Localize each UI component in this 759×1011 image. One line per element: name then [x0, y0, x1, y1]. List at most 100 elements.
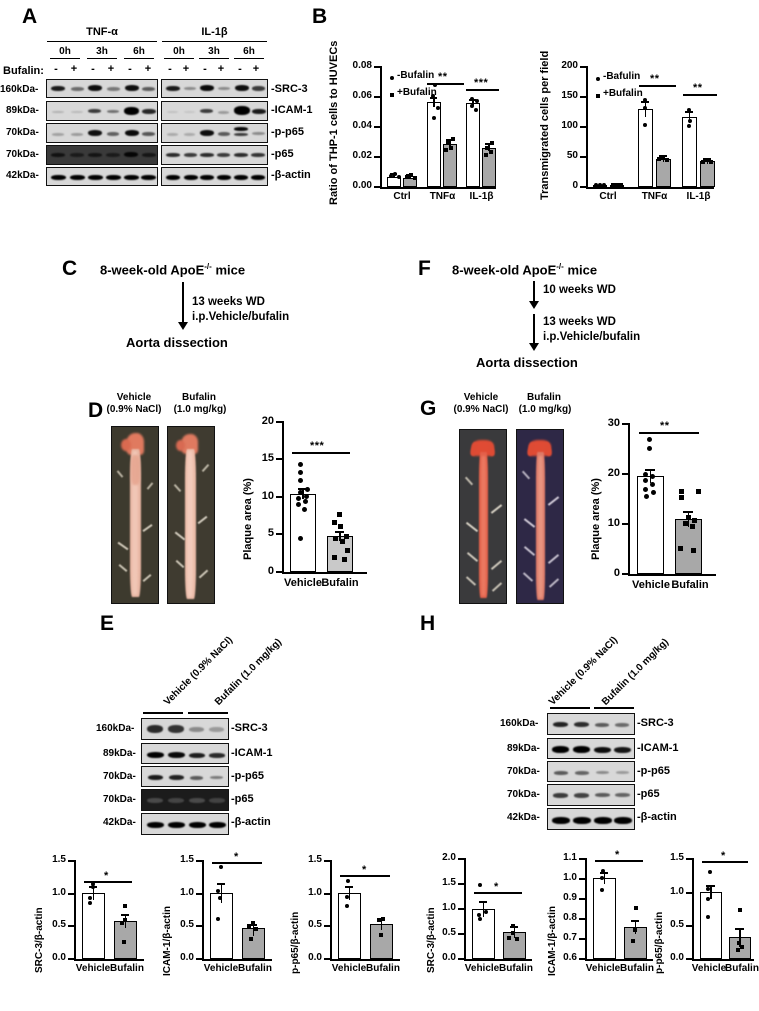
panelB-left-ytick-2: 0.04: [352, 120, 372, 131]
panelE-c2-ytick-1: 0.5: [180, 919, 194, 930]
panelE-c3-ytick-3: 1.5: [308, 854, 322, 865]
bar-tnfa-minus: [427, 102, 441, 187]
panelB-left-cat-0: Ctrl: [393, 191, 411, 202]
panelB-right-ytick-2: 100: [561, 120, 578, 131]
panelG-title2-line2: (1.0 mg/kg): [518, 404, 572, 415]
panelH-blot-p65: [547, 784, 635, 806]
panelA-sign-r5: -: [238, 63, 242, 75]
panelG-ytick-3: 30: [607, 417, 620, 429]
panelD-title2-line1: Bufalin: [182, 392, 216, 403]
panelD-ytick-4: 20: [261, 415, 274, 427]
panelF-start-text2: mice: [563, 262, 598, 278]
panelE-blot-p65: [141, 789, 229, 811]
panelF-step2-line1: 13 weeks WD: [543, 316, 616, 328]
panelA-time-6h-left: 6h: [124, 46, 154, 59]
panelB-right-chart: Transmigrated cells per field 0 50 100 1…: [535, 45, 725, 215]
panelH-group-rule-vehicle: [550, 707, 590, 709]
panelH-c2-ytick-4: 1.0: [563, 872, 577, 883]
panelG-title1-line1: Vehicle: [463, 392, 499, 403]
panelC-end: Aorta dissection: [126, 335, 228, 350]
panelA-blot-pp65-tnfa: [46, 123, 158, 143]
panelA-sign-r4: +: [217, 63, 225, 75]
panelF-start: 8-week-old ApoE-/- mice: [452, 262, 597, 277]
panelE-c1-cat-1: Bufalin: [110, 963, 144, 974]
panelB-left-cat-2: IL-1β: [469, 191, 494, 202]
panelG-ytick-2: 20: [607, 467, 620, 479]
panel-letter-e: E: [100, 612, 115, 635]
panelE-mw-2: 89kDa-: [103, 748, 136, 759]
panelA-time-0h-left: 0h: [50, 46, 80, 59]
panelH-c2-ytick-2: 0.8: [563, 912, 577, 923]
panelB-right-ytick-1: 50: [566, 150, 578, 161]
panelG-significance: **: [660, 420, 670, 432]
panelH-c1-ytick-2: 1.0: [442, 902, 456, 913]
panelA-time-6h-right: 6h: [234, 46, 264, 59]
panelH-c2-bar-vehicle: [593, 878, 616, 959]
panelD-chart: Plaque area (%) 0 5 10 15 20: [232, 408, 387, 608]
panelD-cat-0: Vehicle: [284, 577, 322, 589]
panelH-c3-significance: *: [721, 850, 726, 862]
panelE-blot-icam1: [141, 743, 229, 764]
panelA-sign-l6: +: [144, 63, 152, 75]
panelH-c3-ytick-0: 0.0: [670, 952, 684, 963]
panelE-mw-1: 160kDa-: [96, 723, 135, 734]
panelA-sign-r6: +: [252, 63, 260, 75]
panelD-aorta-bufalin: [167, 426, 215, 604]
panelA-blot-src3-tnfa: [46, 79, 158, 98]
panelA-prot-2: -ICAM-1: [271, 104, 313, 116]
panelE-group-rule-bufalin: [188, 712, 228, 714]
panelH-c1-cat-0: Vehicle: [464, 963, 500, 974]
panelA-mw-3: 70kDa-: [6, 127, 39, 138]
panelB-left-sig-il1b: ***: [474, 77, 489, 89]
panelH-prot-2: -ICAM-1: [637, 742, 679, 754]
panelG-ytick-0: 0: [613, 567, 620, 579]
panelB-right-cat-0: Ctrl: [599, 191, 617, 202]
panelE-blot-pp65: [141, 766, 229, 787]
panel-letter-d: D: [88, 399, 104, 422]
panelE-c1-ytick-1: 0.5: [52, 919, 66, 930]
panelH-prot-1: -SRC-3: [637, 717, 674, 729]
panelH-blot-pp65: [547, 761, 635, 782]
panelH-c1-ytick-4: 2.0: [442, 852, 456, 863]
legend-marker-plus-bufalin: [390, 93, 394, 97]
panelG-title1-line2: (0.9% NaCl): [453, 404, 509, 415]
panelH-blot-src3: [547, 713, 635, 735]
panelE-prot-4: -p65: [231, 793, 254, 805]
panelE-c2-cat-1: Bufalin: [238, 963, 272, 974]
panelA-group-tnfa: TNF-α: [47, 26, 157, 42]
panelD-title1-line2: (0.9% NaCl): [106, 404, 162, 415]
panelA-sign-l5: -: [128, 63, 132, 75]
panelE-mw-3: 70kDa-: [103, 771, 136, 782]
panelE-c2-ylabel: ICAM-1/β-actin: [162, 906, 173, 976]
panelA-time-3h-left: 3h: [87, 46, 117, 59]
panelG-aorta-bufalin: [516, 429, 564, 604]
panelB-left-ytick-0: 0.00: [352, 180, 372, 191]
panelH-c1-significance: *: [494, 881, 499, 893]
panelH-c2-cat-1: Bufalin: [620, 963, 654, 974]
panelA-sign-l3: -: [91, 63, 95, 75]
panelC-step1-line2: i.p.Vehicle/bufalin: [192, 311, 290, 323]
panelA-mw-4: 70kDa-: [6, 149, 39, 160]
panelF-step1-line1: 10 weeks WD: [543, 284, 616, 296]
panelH-c2-ytick-5: 1.1: [563, 852, 577, 863]
panelB-left-ytick-3: 0.06: [352, 90, 372, 101]
panel-letter-h: H: [420, 612, 436, 635]
panelA-prot-4: -p65: [271, 148, 294, 160]
panelA-blot-actin-tnfa: [46, 167, 158, 186]
panelE-prot-3: -p-p65: [231, 770, 264, 782]
panelA-mw-5: 42kDa-: [6, 170, 39, 181]
panelC-start-text: 8-week-old ApoE: [100, 262, 205, 278]
panelD-bar-vehicle: [290, 494, 316, 572]
panelA-sign-l4: +: [107, 63, 115, 75]
panelH-chart-src3: SRC-3/β-actin 0.0 0.5 1.0 1.5 2.0 * Vehi…: [412, 848, 538, 1008]
panelE-mw-5: 42kDa-: [103, 817, 136, 828]
panelE-c2-ytick-3: 1.5: [180, 854, 194, 865]
panelE-chart-pp65: p-p65/β-actin 0.0 0.5 1.0 1.5 * Vehicle …: [278, 848, 408, 1008]
panelE-c3-cat-0: Vehicle: [331, 963, 367, 974]
panelA-blot-actin-il1b: [161, 167, 268, 186]
bar-r-il1b-plus: [700, 161, 715, 187]
panelD-aorta-vehicle: [111, 426, 159, 604]
panelH-c1-ytick-3: 1.5: [442, 877, 456, 888]
panelA-group-il1b: IL-1β: [162, 26, 267, 42]
panelG-bar-vehicle: [637, 476, 664, 574]
